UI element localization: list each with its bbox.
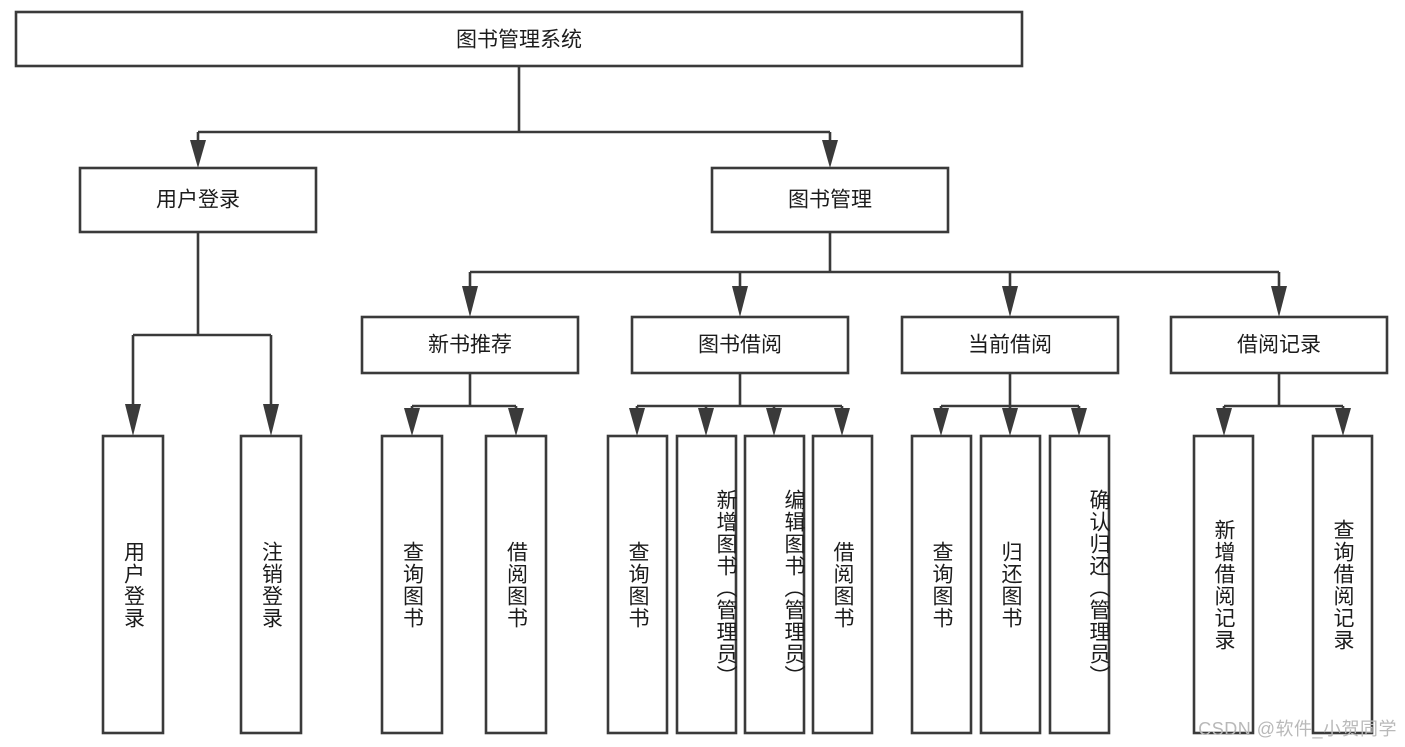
leaf-box-cb-confirm-return[interactable] xyxy=(1048,434,1111,735)
connector-group-current-borrow xyxy=(933,373,1087,436)
connector-group-new-book-recommend xyxy=(404,373,524,436)
arrow-head-br-leaf2 xyxy=(1335,408,1351,436)
node-current-borrow-label: 当前借阅 xyxy=(968,334,1052,357)
leaf-box-logout[interactable] xyxy=(239,434,303,735)
leaf-box-bb-query-book[interactable] xyxy=(606,434,669,735)
arrow-head-cb-leaf1 xyxy=(933,408,949,436)
node-user-login-label: 用户登录 xyxy=(156,189,240,212)
arrow-head-current-borrow xyxy=(1002,286,1018,317)
leaf-box-br-add-record[interactable] xyxy=(1192,434,1255,735)
node-root[interactable] xyxy=(14,10,1024,68)
arrow-head-nb-leaf2 xyxy=(508,408,524,436)
csdn-watermark: CSDN @软件_小贺同学 xyxy=(1198,719,1397,739)
arrow-head-cb-leaf3 xyxy=(1071,408,1087,436)
node-book-management-label: 图书管理 xyxy=(788,189,872,212)
arrow-head-leaf-user-login xyxy=(125,404,141,436)
node-book-borrow[interactable] xyxy=(630,315,850,375)
arrow-head-bb-leaf1 xyxy=(629,408,645,436)
node-new-book-recommend-label: 新书推荐 xyxy=(428,334,512,357)
leaf-box-br-query-record[interactable] xyxy=(1311,434,1374,735)
connector-group-book-mgmt xyxy=(462,232,1287,317)
leaf-box-bb-borrow-book[interactable] xyxy=(811,434,874,735)
leaf-box-user-login[interactable] xyxy=(101,434,165,735)
node-current-borrow[interactable] xyxy=(900,315,1120,375)
arrow-head-leaf-logout xyxy=(263,404,279,436)
leaf-box-nb-borrow-book[interactable] xyxy=(484,434,548,735)
node-borrow-record[interactable] xyxy=(1169,315,1389,375)
leaf-box-nb-query-book[interactable] xyxy=(380,434,444,735)
arrow-head-bb-leaf3 xyxy=(766,408,782,436)
leaf-box-bb-edit-book[interactable] xyxy=(743,434,806,735)
arrow-head-nb-leaf1 xyxy=(404,408,420,436)
connector-group-book-borrow xyxy=(629,373,850,436)
node-book-borrow-label: 图书借阅 xyxy=(698,334,782,357)
arrow-head-br-leaf1 xyxy=(1216,408,1232,436)
leaf-box-cb-return-book[interactable] xyxy=(979,434,1042,735)
node-user-login[interactable] xyxy=(78,166,318,234)
arrow-head-bb-leaf2 xyxy=(698,408,714,436)
arrow-head-book-borrow xyxy=(732,286,748,317)
node-new-book-recommend[interactable] xyxy=(360,315,580,375)
arrow-head-borrow-record xyxy=(1271,286,1287,317)
node-root-label: 图书管理系统 xyxy=(456,29,582,52)
connector-group-root xyxy=(190,66,838,168)
arrow-head-new-book-recommend xyxy=(462,286,478,317)
node-book-management[interactable] xyxy=(710,166,950,234)
arrow-head-bb-leaf4 xyxy=(834,408,850,436)
node-borrow-record-label: 借阅记录 xyxy=(1237,334,1321,357)
leaf-box-cb-query-book[interactable] xyxy=(910,434,973,735)
connector-group-borrow-record xyxy=(1216,373,1351,436)
arrow-head-cb-leaf2 xyxy=(1002,408,1018,436)
leaf-box-bb-add-book[interactable] xyxy=(675,434,738,735)
arrow-head-user-login xyxy=(190,140,206,168)
connector-group-user-login xyxy=(125,232,279,436)
arrow-head-book-mgmt xyxy=(822,140,838,168)
